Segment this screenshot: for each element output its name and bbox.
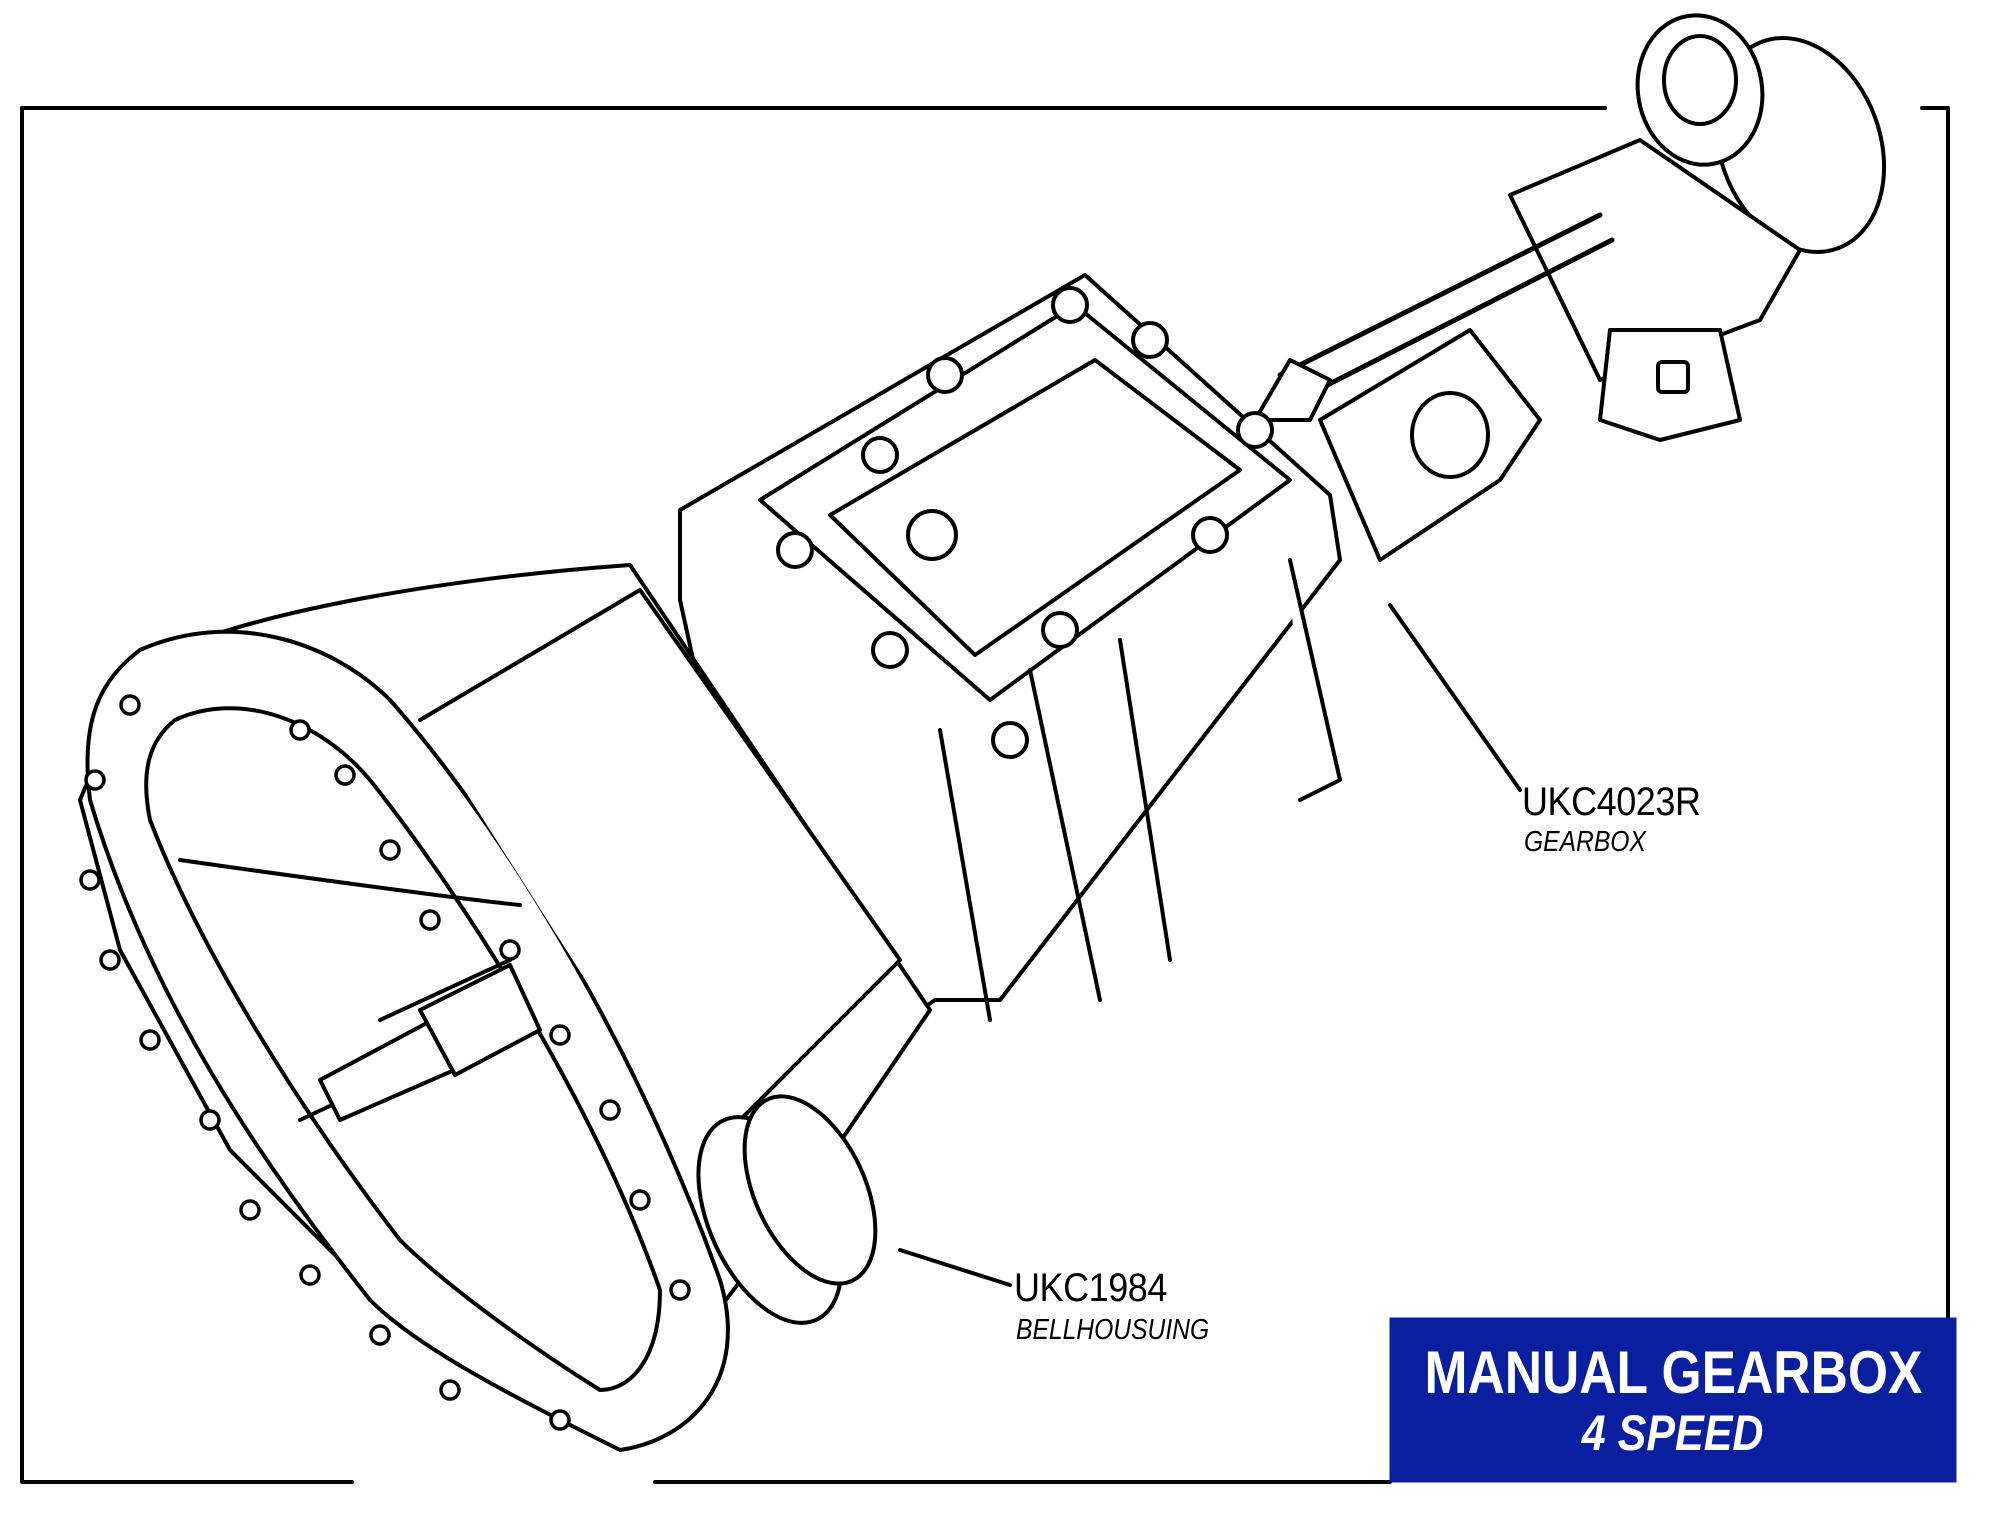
bellhousing-bolt-holes <box>79 694 691 1431</box>
title-box: MANUAL GEARBOX 4 SPEED <box>1390 1318 1956 1482</box>
frame-border <box>20 106 1607 1484</box>
leader-line-bellhousing <box>898 1248 1012 1287</box>
frame-border-right <box>1920 106 1950 1320</box>
diagram-title: MANUAL GEARBOX <box>1424 1339 1922 1406</box>
part-desc-gearbox: GEARBOX <box>1524 826 1646 858</box>
part-code-bellhousing: UKC1984 <box>1014 1266 1167 1310</box>
input-shaft <box>318 963 542 1122</box>
title-box-bg <box>1389 1317 1957 1483</box>
diagram-subtitle: 4 SPEED <box>1582 1405 1764 1461</box>
shift-rod <box>1277 212 1615 403</box>
leader-line-gearbox <box>1388 603 1522 792</box>
part-desc-bellhousing: BELLHOUSUING <box>1016 1314 1210 1346</box>
tail-housing <box>1508 13 1887 442</box>
cover-bolts <box>776 286 1274 759</box>
part-code-gearbox: UKC4023R <box>1522 780 1701 824</box>
